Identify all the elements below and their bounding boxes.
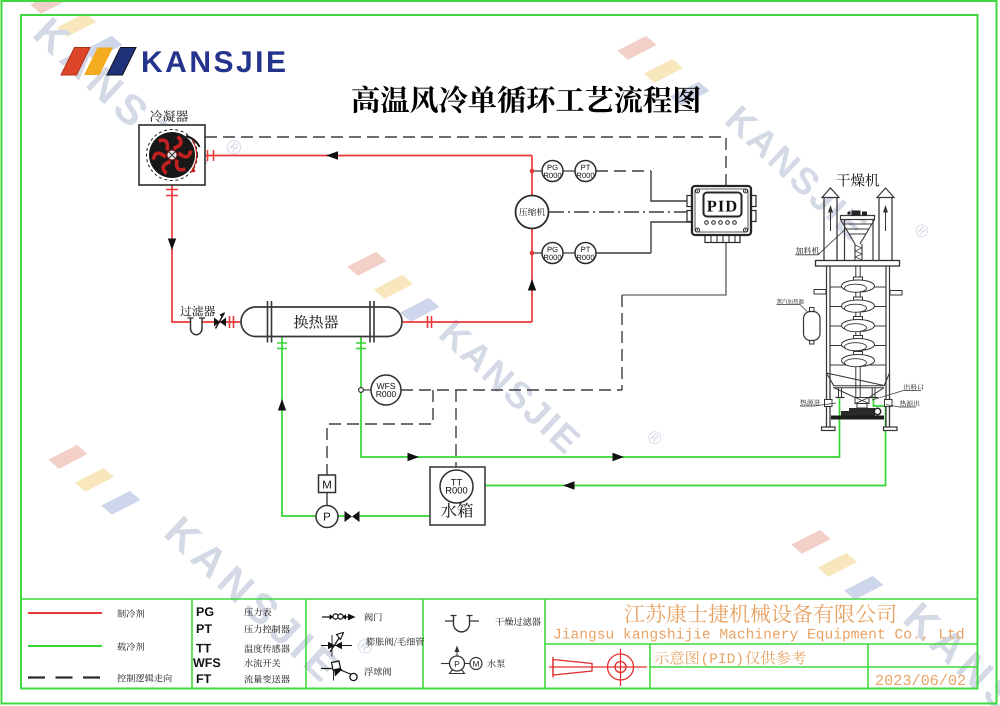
svg-text:R000: R000 [445, 485, 467, 496]
svg-text:PT: PT [581, 245, 591, 254]
svg-text:R000: R000 [376, 389, 397, 399]
svg-text:M: M [322, 480, 332, 492]
svg-text:PG: PG [547, 245, 558, 254]
svg-text:KANSJIE: KANSJIE [156, 507, 352, 694]
svg-text:R000: R000 [543, 253, 561, 262]
svg-text:®: ® [220, 135, 246, 161]
svg-text:WFS: WFS [376, 381, 395, 391]
svg-text:PG: PG [196, 605, 214, 619]
svg-text:(PID): (PID) [701, 652, 745, 668]
svg-text:R000: R000 [576, 171, 594, 180]
svg-text:FT: FT [196, 672, 212, 686]
svg-text:®: ® [643, 426, 666, 450]
svg-text:P: P [454, 659, 460, 669]
svg-text:KANSJIE: KANSJIE [432, 312, 590, 463]
svg-text:2023/06/02: 2023/06/02 [875, 672, 966, 690]
svg-text:PT: PT [581, 163, 591, 172]
svg-text:PT: PT [196, 622, 212, 636]
svg-text:TT: TT [196, 642, 212, 656]
svg-text:PID: PID [707, 197, 738, 216]
svg-text:PG: PG [547, 163, 558, 172]
svg-text:®: ® [910, 219, 933, 243]
svg-text:Jiangsu kangshijie Machinery E: Jiangsu kangshijie Machinery Equipment C… [553, 628, 965, 644]
svg-text:R000: R000 [576, 253, 594, 262]
svg-text:M: M [473, 660, 480, 669]
svg-text:P: P [323, 512, 331, 524]
svg-text:KANSJIE: KANSJIE [141, 46, 286, 79]
svg-text:TT: TT [451, 476, 463, 487]
svg-text:R000: R000 [543, 171, 561, 180]
svg-text:WFS: WFS [193, 656, 221, 670]
svg-text:®: ® [351, 634, 377, 660]
